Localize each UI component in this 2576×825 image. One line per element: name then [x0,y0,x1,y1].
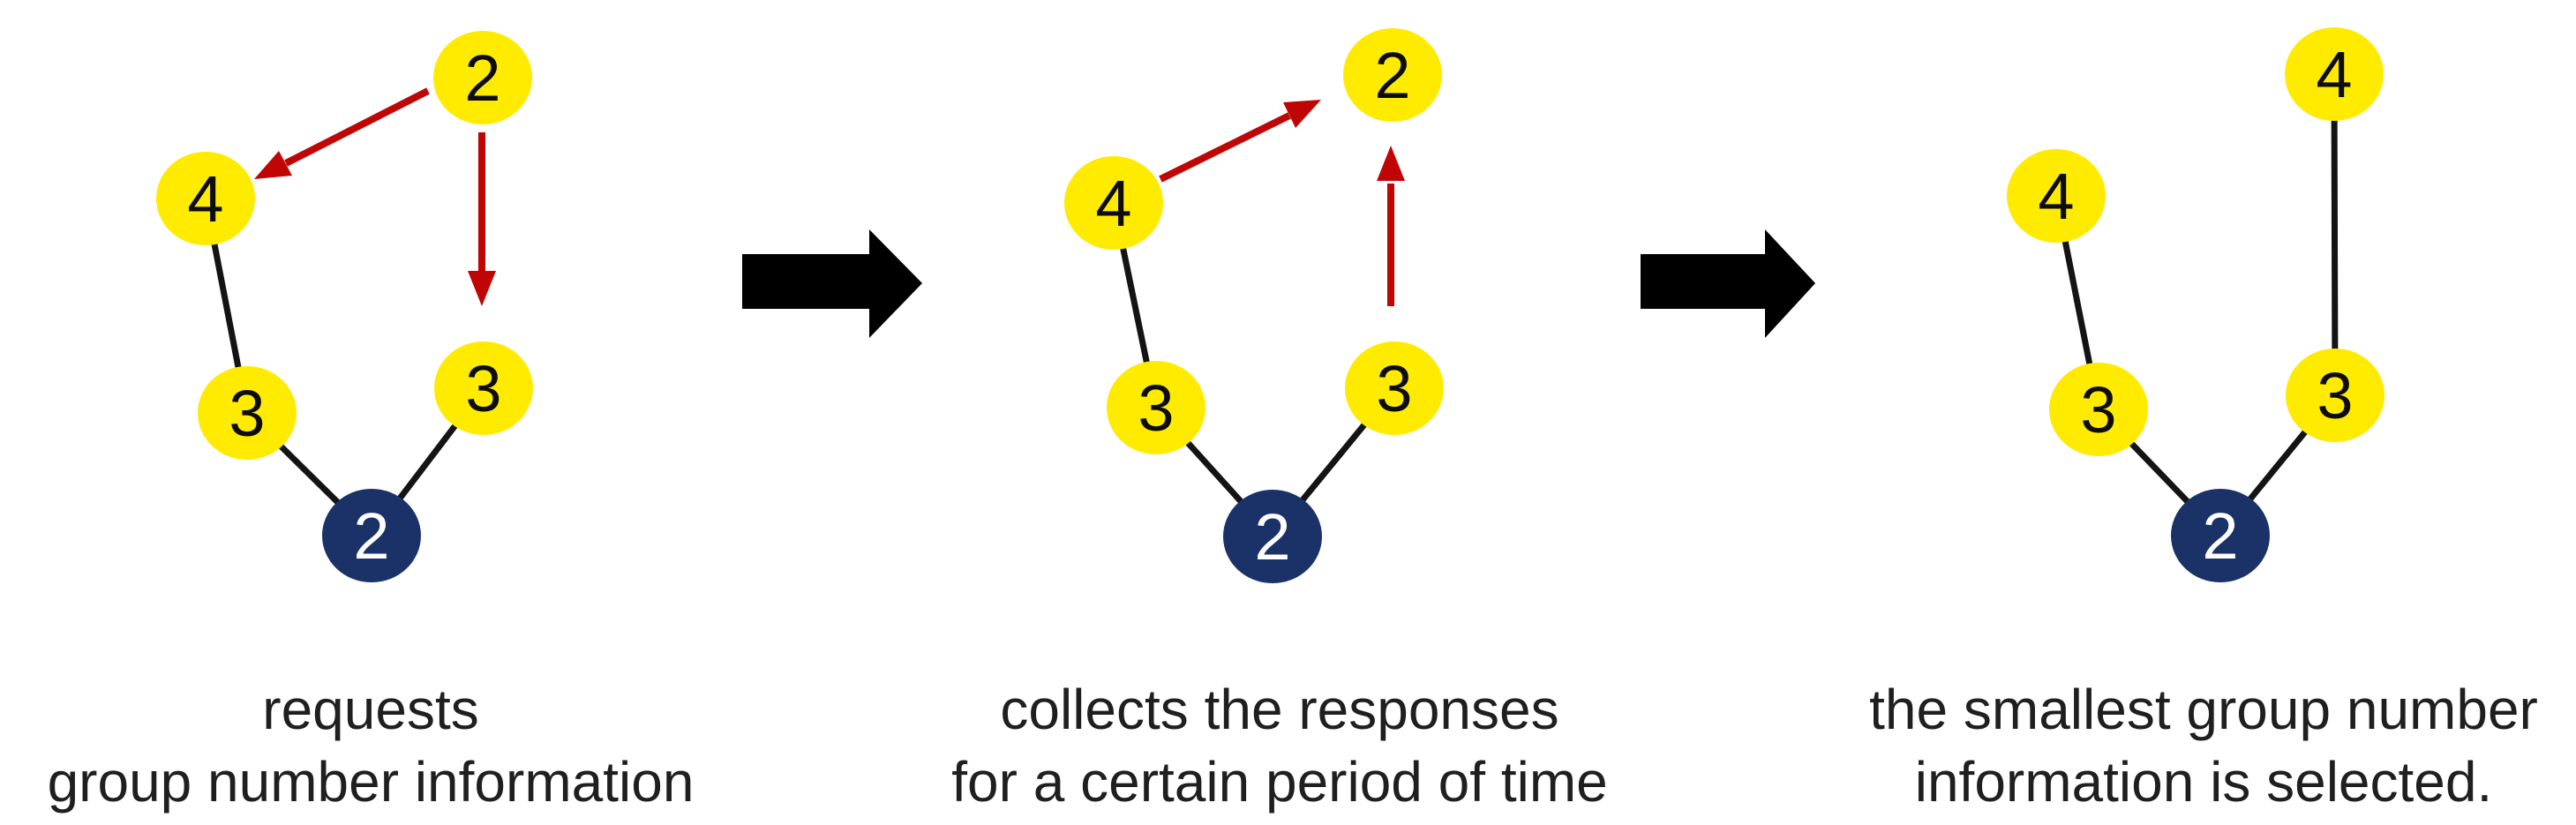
node-root-2-navy-label: 2 [353,499,389,573]
caption-step1-line2: group number information [48,750,695,814]
node-upper-left-4 [2007,149,2106,243]
node-top-2-label: 2 [1374,39,1410,112]
node-root-2-navy [1223,490,1322,583]
response-arrow-from-3-head [1377,146,1405,181]
caption-step2-line1: collects the responses [1000,678,1558,741]
node-top-2-label: 2 [464,41,500,115]
request-arrow-to-3-head [468,271,496,306]
request-arrow-to-4-line [284,87,430,167]
node-upper-left-4-label: 4 [1095,167,1131,240]
caption-step1-line1: requests [262,678,478,741]
node-upper-left-4 [156,152,255,245]
node-lower-left-3-label: 3 [2080,373,2116,446]
request-arrow-to-4-head [254,151,292,179]
node-lower-right-3-label: 3 [1376,352,1412,425]
node-lower-left-3 [1107,361,1205,454]
node-lower-right-3-label: 3 [465,352,501,425]
node-top-2 [433,31,532,124]
node-root-2-navy [322,489,421,582]
node-root-2-navy [2171,489,2270,582]
node-upper-left-4 [1064,156,1163,250]
edge-top4-to-3right [2331,71,2339,399]
node-top-4-label: 4 [2316,38,2352,111]
caption-step3-line2: information is selected. [1915,750,2493,814]
response-arrow-from-4-line [1159,112,1291,183]
node-lower-right-3 [2286,349,2384,442]
caption-step3-line1: the smallest group number [1869,678,2538,741]
node-root-2-navy-label: 2 [2202,499,2238,573]
response-arrow-from-4-head [1283,100,1321,128]
panel-step1-requests: 2 4 3 3 2 requests group number informat… [48,31,695,814]
panel-step2-collects: 2 4 3 3 2 collects the responses for a c… [951,28,1608,814]
step-arrow-2-icon [1641,229,1815,338]
node-root-2-navy-label: 2 [1254,500,1290,574]
panel-step3-selected: 4 4 3 3 2 the smallest group number info… [1869,27,2538,814]
node-lower-left-3-label: 3 [229,377,265,450]
node-lower-right-3 [1345,341,1444,435]
node-lower-right-3 [434,341,533,435]
node-upper-left-4-label: 4 [187,162,223,236]
step-arrow-1-icon [742,229,922,338]
node-lower-right-3-label: 3 [2317,359,2353,432]
node-top-2 [1343,28,1442,122]
node-lower-left-3 [2049,363,2148,456]
node-lower-left-3 [198,366,297,460]
node-lower-left-3-label: 3 [1138,371,1174,445]
node-upper-left-4-label: 4 [2038,160,2074,233]
node-top-4 [2285,27,2384,121]
caption-step2-line2: for a certain period of time [951,750,1607,814]
